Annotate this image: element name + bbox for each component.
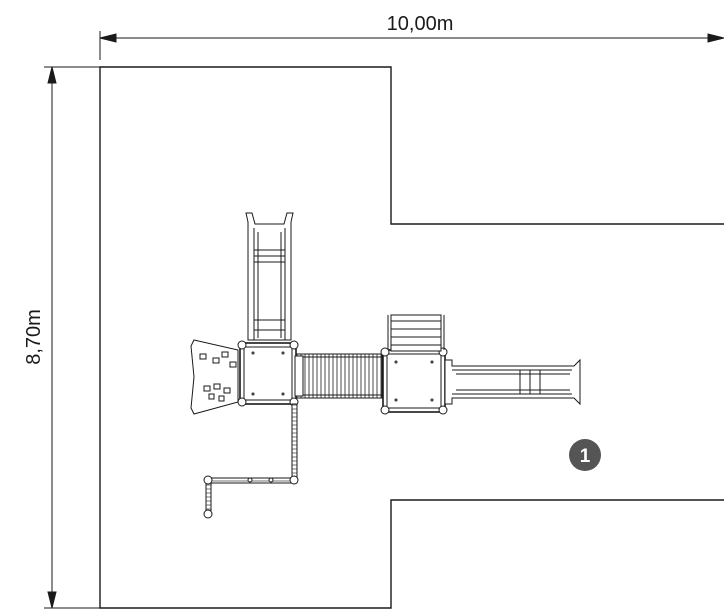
climbing-wall <box>190 339 239 415</box>
arrow-right-icon <box>707 33 724 43</box>
right-tower <box>380 347 448 415</box>
pipe-rail <box>203 403 299 519</box>
height-dimension <box>44 66 100 609</box>
site-boundary <box>99 66 724 609</box>
marker-badge: 1 <box>569 439 601 471</box>
arrow-down-icon <box>47 591 57 609</box>
height-label: 8,70m <box>23 309 45 365</box>
top-slide <box>245 212 294 341</box>
arrow-left-icon <box>99 33 117 43</box>
arrow-up-icon <box>47 66 57 84</box>
crawl-tunnel <box>294 353 383 399</box>
right-slide <box>444 358 581 406</box>
left-tower <box>237 340 299 407</box>
marker-label: 1 <box>580 446 591 467</box>
playground-structure <box>190 212 581 519</box>
ladder <box>387 314 445 352</box>
width-dimension <box>99 31 724 60</box>
width-label: 10,00m <box>387 13 454 35</box>
